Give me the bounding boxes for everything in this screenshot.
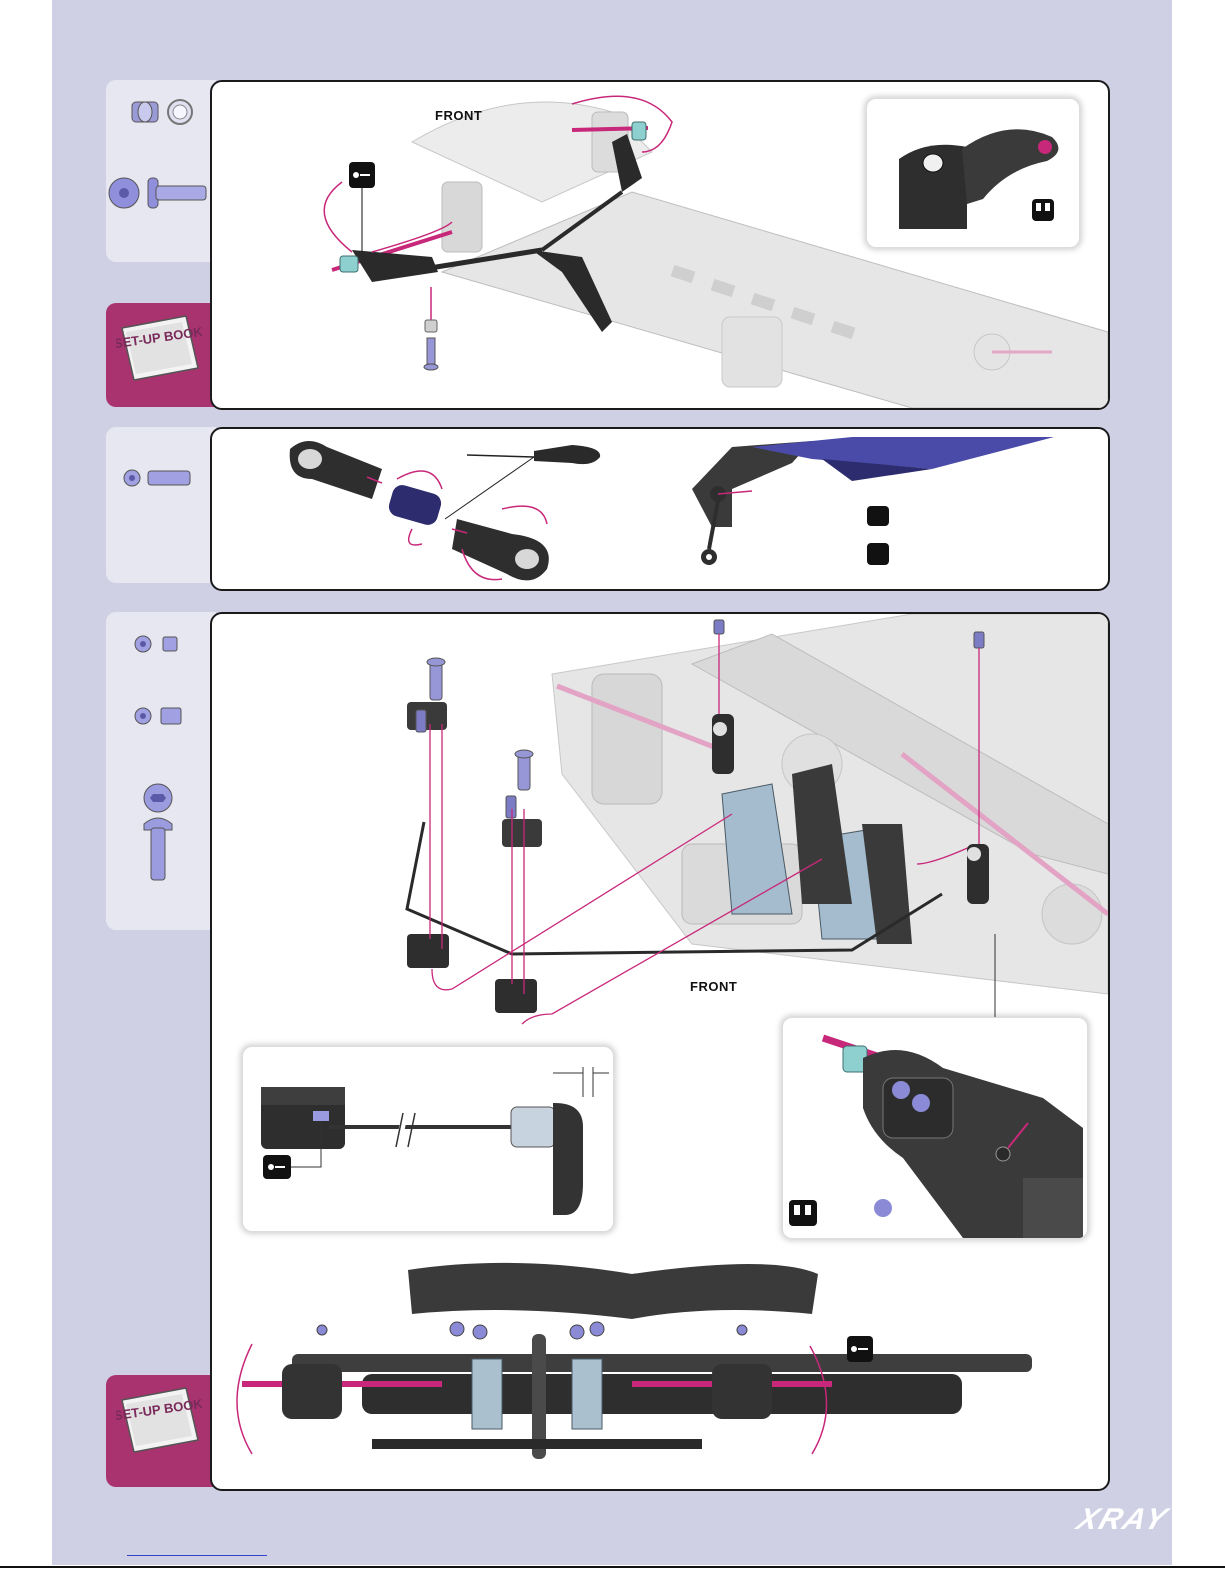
rod-end-closeup bbox=[243, 1047, 613, 1231]
front-label: FRONT bbox=[690, 979, 737, 994]
steering-arm-closeup bbox=[867, 99, 1079, 247]
footer-link-line bbox=[127, 1555, 267, 1556]
hardware-icons-step-1 bbox=[106, 80, 216, 262]
set-screw-icon bbox=[135, 708, 181, 724]
ball-stud-icon bbox=[132, 102, 158, 122]
footer-rule bbox=[0, 1566, 1225, 1568]
screwdriver-icon bbox=[445, 445, 600, 519]
turnbuckle-assembly-diagram bbox=[212, 429, 1108, 589]
set-screw-icon bbox=[427, 338, 435, 364]
step-panel-1: FRONT bbox=[210, 80, 1110, 410]
steering-arm-inset bbox=[866, 98, 1080, 248]
step-panel-3: FRONT bbox=[210, 612, 1110, 1491]
badge-square-1 bbox=[867, 506, 889, 526]
setup-book-icon: SET-UP BOOK bbox=[116, 310, 202, 386]
hardware-icons-step-2 bbox=[106, 427, 216, 583]
set-screw-icon bbox=[135, 636, 177, 652]
hardware-column-step-2 bbox=[106, 427, 216, 583]
rod-end-gap-inset bbox=[242, 1046, 614, 1232]
rear-hub-closeup bbox=[783, 1018, 1087, 1238]
button-screw-icon bbox=[109, 178, 206, 208]
xray-logo: XRAY bbox=[1072, 1503, 1172, 1537]
spacer-icon bbox=[425, 320, 437, 332]
thumbs-badge-icon bbox=[789, 1200, 817, 1226]
thumbs-badge-icon bbox=[1032, 199, 1054, 221]
front-label: FRONT bbox=[435, 108, 482, 123]
button-screw-icon bbox=[144, 784, 172, 880]
ring-icon bbox=[168, 100, 192, 124]
hardware-column-step-1 bbox=[106, 80, 216, 262]
rear-hub-inset bbox=[782, 1017, 1088, 1239]
hardware-column-step-3 bbox=[106, 612, 216, 930]
badge-square-2 bbox=[867, 543, 889, 565]
step-panel-2 bbox=[210, 427, 1110, 591]
hardware-icons-step-3 bbox=[106, 612, 216, 930]
setup-book-icon: SET-UP BOOK bbox=[116, 1382, 202, 1458]
set-screw-icon bbox=[124, 470, 190, 486]
